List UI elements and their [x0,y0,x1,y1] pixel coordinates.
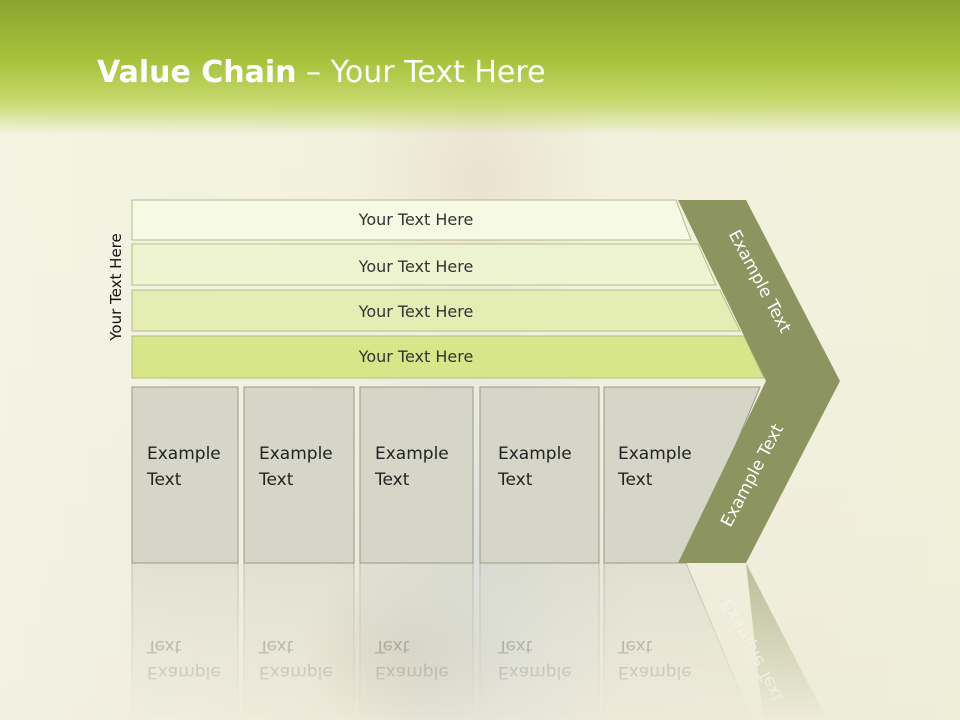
cell-4-shape [479,386,600,564]
reflection-cell-4-line2: Text [497,636,533,656]
bar-3-shape [131,289,741,332]
reflection-cell-1-line1: Example [147,662,221,682]
bar-1-label: Your Text Here [358,210,474,229]
reflection-cell-3-line1: Example [375,662,449,682]
cell-group: Example Text Example Text Example Text E… [131,386,761,564]
cell-2[interactable]: Example Text [243,386,355,564]
reflection-cell-1 [131,562,239,720]
title-banner: Value Chain – Your Text Here [0,0,960,135]
reflection: Example Text Example Text Example Text E… [131,562,828,720]
cell-4-line1: Example [498,444,572,464]
reflection-cell-3 [359,562,474,720]
bar-1[interactable]: Your Text Here [131,199,692,241]
cell-4-line2: Text [497,470,533,490]
cell-2-shape [243,386,355,564]
title-rest-part: – Your Text Here [296,55,546,90]
cell-3-line1: Example [375,444,449,464]
cell-1[interactable]: Example Text [131,386,239,564]
bar-4-shape [131,335,765,379]
reflection-cell-5-line1: Example [618,662,692,682]
cell-4[interactable]: Example Text [479,386,600,564]
bar-3-label: Your Text Here [358,302,474,321]
cell-3[interactable]: Example Text [359,386,474,564]
reflection-cell-1-line2: Text [146,636,182,656]
reflection-cell-4 [479,562,600,720]
chevron-arrow-shape [678,200,840,563]
cell-1-line1: Example [147,444,221,464]
bar-2[interactable]: Your Text Here [131,243,717,286]
cell-3-line2: Text [374,470,410,490]
reflection-cell-5 [603,562,753,720]
bar-1-shape [131,199,692,241]
reflection-arrow [678,563,828,720]
page-title: Value Chain – Your Text Here [97,55,546,90]
bar-4[interactable]: Your Text Here [131,335,765,379]
cell-2-line1: Example [259,444,333,464]
bar-2-label: Your Text Here [358,257,474,276]
cell-1-shape [131,386,239,564]
reflection-cell-4-line1: Example [498,662,572,682]
reflection-cell-2 [243,562,355,720]
cell-5-line1: Example [618,444,692,464]
cell-3-shape [359,386,474,564]
reflection-cell-2-line1: Example [259,662,333,682]
bar-group: Your Text Here Your Text Here Your Text … [131,199,765,379]
reflection-cell-3-line2: Text [374,636,410,656]
title-bold-part: Value Chain [97,55,297,90]
cell-2-line2: Text [258,470,294,490]
reflection-cell-2-line2: Text [258,636,294,656]
cell-1-line2: Text [146,470,182,490]
bar-4-label: Your Text Here [358,347,474,366]
bar-2-shape [131,243,717,286]
bar-3[interactable]: Your Text Here [131,289,741,332]
cell-5-line2: Text [617,470,653,490]
reflection-cell-5-line2: Text [617,636,653,656]
